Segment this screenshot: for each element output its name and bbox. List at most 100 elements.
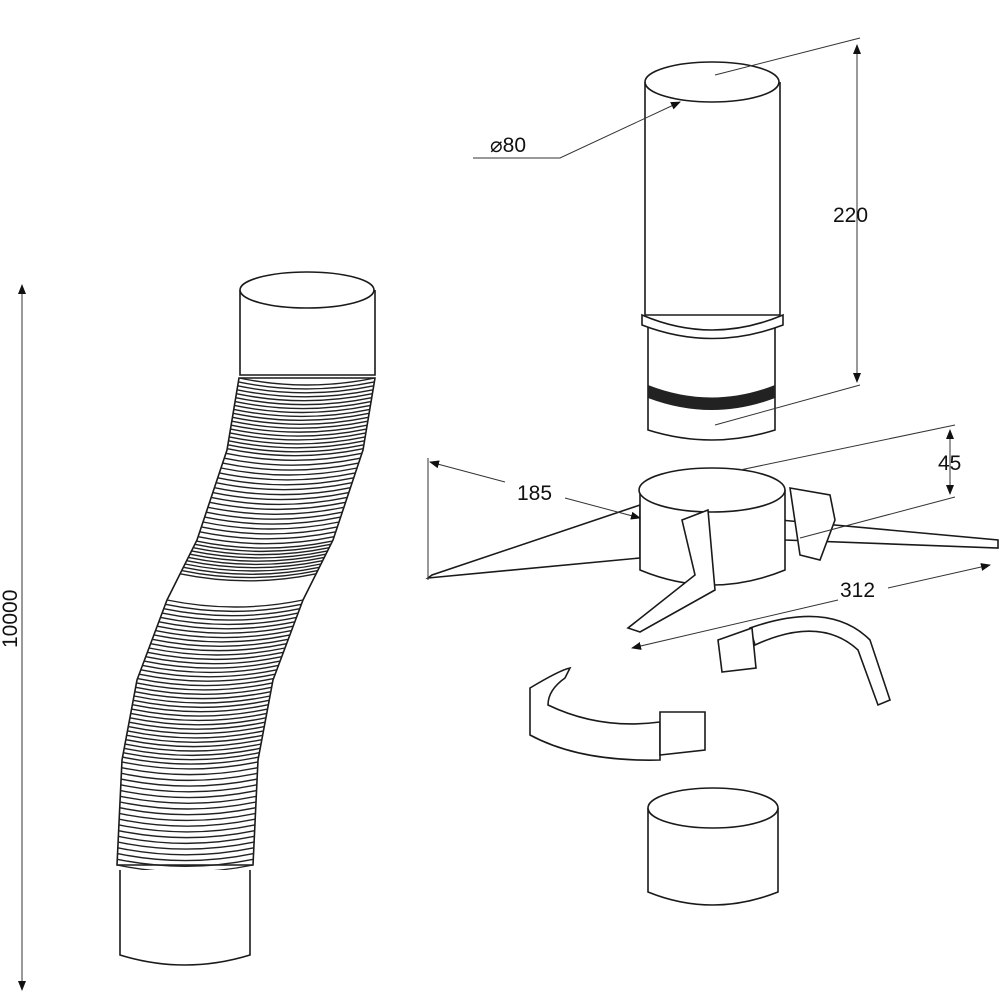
hose-rib: [165, 603, 302, 613]
hose-rib: [188, 556, 325, 566]
hose-rib: [211, 496, 348, 506]
hose-rib: [235, 396, 372, 406]
hose-rib: [158, 621, 295, 630]
hose-rib: [220, 467, 358, 476]
pipe-height-dimension: 220: [714, 37, 868, 426]
hose-rib: [232, 416, 369, 425]
hose-rib: [237, 385, 374, 394]
hose-rib: [155, 629, 292, 639]
hose-rib: [132, 704, 269, 713]
hose-rib: [233, 408, 370, 418]
hose-rib: [119, 818, 256, 827]
hose-rib: [121, 772, 258, 782]
hose-rib: [121, 761, 259, 770]
hose-rib: [120, 795, 257, 804]
hose-rib: [181, 569, 318, 579]
hose-rib: [117, 852, 254, 862]
hose-rib: [222, 462, 359, 471]
hose-rib: [228, 440, 365, 449]
hose-rib: [230, 428, 367, 437]
hose-rib: [219, 472, 356, 481]
hose-rib: [194, 543, 331, 553]
hose-rib: [236, 389, 374, 398]
hose-rib: [217, 477, 354, 486]
hose-rib: [196, 540, 333, 549]
hose-rib: [117, 841, 255, 850]
hose-rib: [201, 526, 338, 535]
hose-rib: [140, 669, 277, 678]
hose-rib: [215, 482, 353, 491]
hose-rib: [229, 432, 366, 441]
hose-corrugation: [116, 377, 376, 873]
hose-rib: [160, 616, 297, 626]
hose-rib: [137, 677, 274, 687]
hose-rib: [133, 699, 270, 709]
hose-rib: [139, 673, 276, 682]
hose-rib: [118, 835, 255, 845]
hose-rib: [214, 486, 351, 496]
hose-rib: [229, 436, 366, 445]
collar-height-label: 45: [938, 452, 961, 475]
right-clip: [717, 615, 891, 707]
diameter-dimension: ⌀80: [473, 101, 681, 159]
hose-rib: [136, 682, 273, 691]
diameter-label: ⌀80: [490, 134, 526, 157]
hose-rib: [234, 404, 371, 414]
hose-rib: [131, 708, 268, 717]
hose-rib: [150, 642, 287, 652]
hose-rib: [135, 686, 272, 695]
hose-rib: [125, 738, 262, 748]
hose-rib: [145, 656, 282, 665]
hose-rib: [120, 778, 258, 787]
hose-rib: [142, 664, 279, 674]
hose-rib: [189, 553, 327, 562]
hose-rib: [157, 625, 294, 634]
hose-rib: [197, 536, 335, 545]
pipe-stand: [425, 467, 999, 633]
hose-rib: [231, 424, 368, 433]
hose-rib: [128, 721, 266, 730]
span-width-dimension: 312: [631, 563, 991, 650]
hose-rib: [133, 695, 271, 704]
hose-rib: [152, 638, 289, 647]
hose-rib: [207, 506, 345, 515]
hose-rib: [234, 400, 372, 410]
hose-rib: [212, 491, 349, 501]
arm-length-label: 185: [517, 482, 552, 505]
upper-pipe: [641, 61, 784, 441]
hose-rib: [120, 789, 257, 799]
hose-rib: [128, 725, 265, 735]
hose-rib: [236, 393, 373, 402]
total-length-label: 10000: [0, 590, 22, 648]
hose-rib: [206, 511, 343, 520]
left-clip: [529, 666, 706, 761]
hose-rib: [118, 829, 255, 839]
hose-rib: [119, 807, 256, 816]
hose-rib: [232, 412, 370, 422]
hose-rib: [225, 452, 363, 461]
hose-rib: [147, 651, 284, 661]
hose-rib: [143, 660, 281, 669]
hose-rib: [199, 531, 336, 540]
pipe-height-label: 220: [833, 204, 868, 227]
hose-rib: [153, 634, 291, 643]
hose-rib: [166, 599, 304, 608]
hose-rib: [224, 457, 361, 466]
hose-rib: [231, 420, 368, 429]
hose-rib: [161, 612, 299, 621]
hose-rib: [186, 560, 323, 569]
hose-rib: [118, 824, 256, 833]
hose-rib: [184, 563, 322, 572]
hose-rib: [119, 812, 256, 822]
hose-rib: [124, 743, 262, 752]
hose-rib: [238, 377, 376, 386]
hose-rib: [121, 766, 258, 776]
hose-rib: [202, 521, 340, 530]
hose-rib: [191, 550, 328, 559]
hose-rib: [117, 847, 254, 856]
hose-rib: [227, 448, 364, 457]
span-width-label: 312: [840, 579, 875, 602]
hose-rib: [163, 608, 300, 617]
hose-rib: [117, 858, 254, 867]
